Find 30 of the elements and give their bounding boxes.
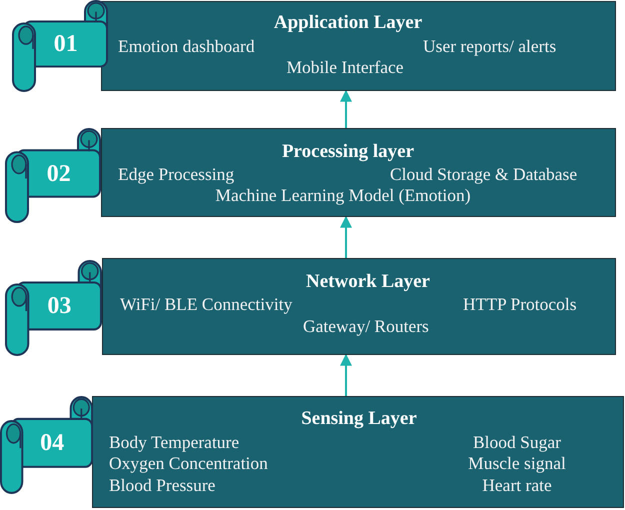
- layer-item: WiFi/ BLE Connectivity: [120, 293, 292, 315]
- layer-item: Oxygen Concentration: [109, 452, 268, 474]
- layer-item: Blood Sugar: [473, 431, 561, 453]
- layer-title: Application Layer: [274, 12, 422, 34]
- layer-title: Network Layer: [306, 271, 430, 293]
- layer-item: Machine Learning Model (Emotion): [215, 184, 471, 206]
- layer-item: Mobile Interface: [286, 56, 404, 78]
- layer-number: 02: [46, 160, 71, 187]
- layer-number: 01: [54, 31, 78, 58]
- layer-number: 03: [47, 293, 72, 320]
- layer-item: Muscle signal: [468, 452, 566, 474]
- layer-box: [101, 1, 616, 91]
- arrow: [340, 354, 352, 396]
- layer-title: Processing layer: [282, 141, 414, 163]
- layer-box: [102, 258, 616, 355]
- layer-box: [92, 396, 624, 508]
- layer-item: Body Temperature: [109, 431, 240, 453]
- layer-item: User reports/ alerts: [423, 35, 556, 57]
- arrow: [340, 90, 352, 128]
- layer-item: Edge Processing: [118, 163, 234, 185]
- layer-item: Gateway/ Routers: [303, 315, 429, 337]
- layer-number: 04: [40, 430, 64, 456]
- layer-item: Heart rate: [482, 474, 552, 496]
- layer-item: HTTP Protocols: [463, 293, 577, 315]
- layer-title: Sensing Layer: [301, 408, 417, 430]
- layer-item: Emotion dashboard: [118, 35, 255, 57]
- layer-box: [101, 128, 616, 217]
- layer-item: Cloud Storage & Database: [390, 163, 578, 185]
- layer-item: Blood Pressure: [109, 474, 216, 496]
- arrow: [340, 216, 352, 258]
